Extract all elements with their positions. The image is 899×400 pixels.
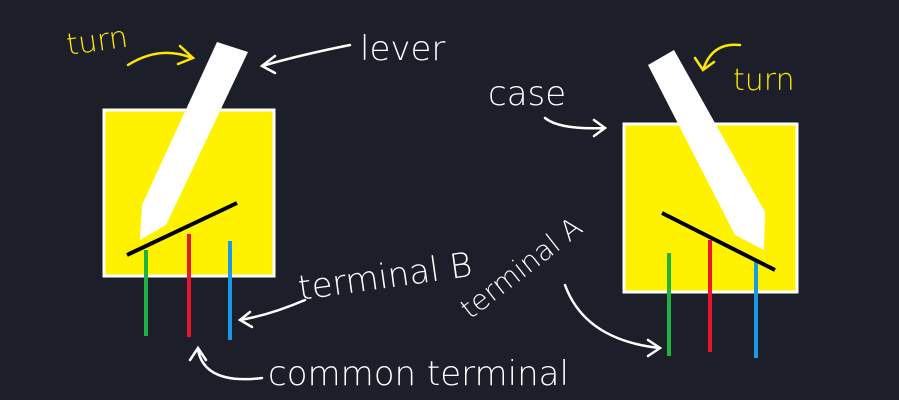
terminal-b-arrow — [237, 298, 307, 329]
label-turn-left: turn — [64, 20, 130, 63]
turn-arrow-right — [693, 43, 742, 72]
right-lever — [648, 50, 765, 250]
label-case: case — [488, 74, 566, 114]
common-terminal-arrow — [188, 345, 264, 381]
lever-arrow — [259, 43, 352, 75]
turn-arrow-left — [126, 44, 196, 67]
case-arrow — [543, 116, 608, 138]
left-lever — [140, 42, 248, 240]
label-lever: lever — [360, 29, 445, 69]
label-common-terminal: common terminal — [268, 354, 569, 394]
label-turn-right: turn — [733, 63, 795, 98]
right-contact-bar — [661, 211, 776, 272]
terminal-a-arrow — [563, 283, 663, 358]
right-switch — [622, 50, 799, 358]
left-switch — [102, 42, 276, 340]
left-contact-bar — [126, 201, 238, 257]
